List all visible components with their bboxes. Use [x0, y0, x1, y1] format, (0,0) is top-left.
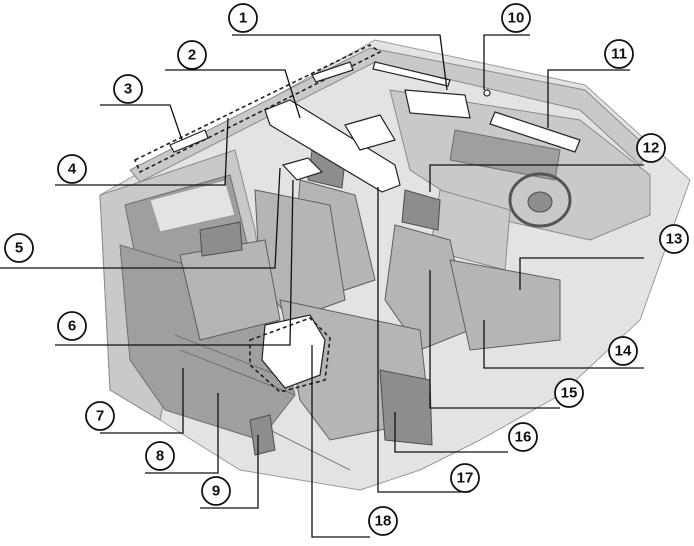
callout-18-label: 18: [375, 513, 392, 530]
highlighted-parts: [133, 44, 581, 393]
callout-8: 8: [145, 441, 175, 471]
callout-6-label: 6: [68, 318, 76, 335]
leader-13: [519, 257, 644, 290]
leader-9: [200, 435, 259, 509]
callout-13: 13: [659, 224, 689, 254]
leader-3: [100, 104, 183, 141]
second-row-seat-side: [379, 369, 433, 446]
roof-rail-dashed-zone: [133, 44, 382, 174]
leader-1: [232, 34, 448, 91]
callout-4: 4: [57, 154, 87, 184]
side-airbag-tab-rear: [169, 129, 209, 153]
callout-5: 5: [4, 233, 34, 263]
callout-16: 16: [508, 422, 538, 452]
steering-wheel: [508, 172, 572, 228]
steering-hub: [527, 191, 553, 213]
callout-10-label: 10: [508, 10, 525, 27]
leader-8: [145, 393, 219, 474]
leader-15: [429, 270, 560, 409]
windshield-sensor: [483, 89, 491, 97]
driver-seat-headrest: [401, 189, 441, 231]
rear-console-bin: [261, 314, 326, 389]
callout-13-label: 13: [666, 231, 683, 248]
callout-7-label: 7: [96, 408, 104, 425]
leader-4: [55, 117, 229, 186]
callout-3-label: 3: [124, 81, 132, 98]
rear-headrest: [199, 221, 243, 257]
leader-16: [394, 412, 508, 453]
seat-mechanism: [249, 414, 276, 456]
dashboard-top-panel: [404, 89, 471, 119]
leader-6: [55, 179, 294, 346]
leader-7: [100, 368, 184, 434]
callout-12-label: 12: [643, 140, 660, 157]
rear-overhead-light: [281, 157, 324, 181]
driver-seat-back: [384, 224, 471, 351]
dashboard-long-strip: [489, 111, 581, 153]
leader-5: [0, 167, 281, 269]
callout-5-label: 5: [15, 240, 23, 257]
driver-seat-cushion: [449, 259, 561, 351]
callout-10: 10: [501, 3, 531, 33]
callout-2: 2: [177, 40, 207, 70]
callout-4-label: 4: [68, 161, 77, 178]
callout-2-label: 2: [188, 47, 196, 64]
callout-17-label: 17: [457, 470, 474, 487]
leader-17: [377, 187, 470, 493]
leader-lines: [0, 34, 644, 538]
leader-12: [429, 164, 644, 192]
leader-10: [483, 34, 530, 90]
side-window: [149, 179, 236, 233]
leader-14: [483, 320, 644, 369]
callout-15: 15: [554, 378, 584, 408]
callout-14: 14: [608, 336, 638, 366]
overhead-strip: [264, 99, 401, 193]
callout-11-label: 11: [611, 46, 627, 63]
leader-2: [165, 69, 301, 119]
leader-18: [311, 345, 370, 538]
callout-9: 9: [201, 476, 231, 506]
leader-11: [547, 69, 630, 128]
callout-3: 3: [113, 74, 143, 104]
callout-6: 6: [57, 311, 87, 341]
rear-console-bin-dashed: [249, 317, 331, 393]
callout-7: 7: [85, 401, 115, 431]
callout-16-label: 16: [515, 429, 532, 446]
side-airbag-tab-front: [311, 61, 354, 83]
callout-1: 1: [228, 3, 258, 33]
callout-8-label: 8: [156, 448, 164, 465]
infotainment-display: [449, 129, 561, 181]
callout-9-label: 9: [212, 483, 220, 500]
callout-18: 18: [368, 506, 398, 536]
callout-14-label: 14: [615, 343, 632, 360]
callout-12: 12: [636, 133, 666, 163]
callout-11: 11: [604, 39, 634, 69]
callout-1-label: 1: [239, 10, 247, 27]
callout-17: 17: [450, 463, 480, 493]
callout-15-label: 15: [561, 385, 578, 402]
overhead-module: [344, 114, 396, 151]
vehicle-cutaway-illustration: [99, 39, 691, 491]
roof-front-strip: [372, 61, 451, 87]
